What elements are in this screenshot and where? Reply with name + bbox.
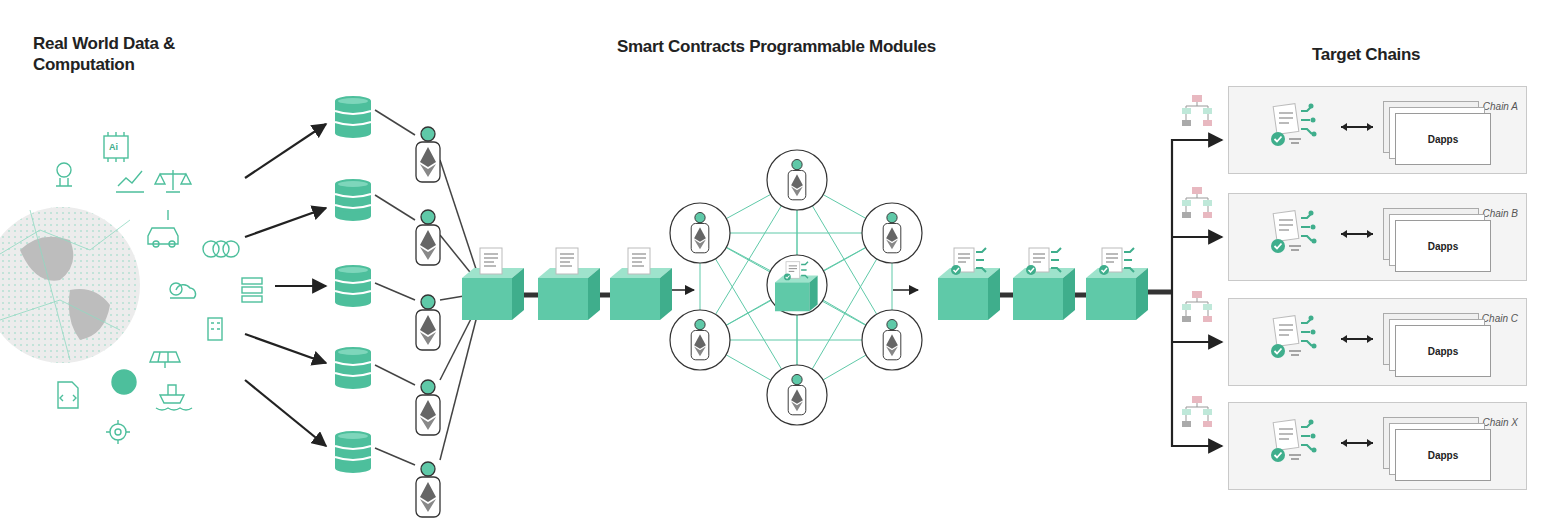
contract-icon xyxy=(1229,87,1389,175)
contract-icon xyxy=(1229,299,1389,387)
chain-label: Chain B xyxy=(1482,208,1518,219)
section-heading: Smart Contracts Programmable Modules xyxy=(617,36,936,57)
contract-icon xyxy=(1229,194,1389,282)
chain-label: Chain A xyxy=(1483,101,1518,112)
dapp-box: Dapps xyxy=(1395,325,1491,377)
dapp-label: Dapps xyxy=(1428,241,1459,252)
dapp-box: Dapps xyxy=(1395,220,1491,272)
chain-label: Chain X xyxy=(1482,417,1518,428)
dapp-label: Dapps xyxy=(1428,346,1459,357)
contract-icon xyxy=(1229,403,1389,491)
chain-panel: Chain C Dapps xyxy=(1228,298,1527,386)
section-heading: Real World Data & Computation xyxy=(33,33,208,75)
dapp-box: Dapps xyxy=(1395,113,1491,165)
chain-panel: Chain A Dapps xyxy=(1228,86,1527,174)
dapp-label: Dapps xyxy=(1428,450,1459,461)
chain-label: Chain C xyxy=(1482,313,1518,324)
dapp-box: Dapps xyxy=(1395,429,1491,481)
chip-label: Ai xyxy=(109,141,118,153)
dapp-label: Dapps xyxy=(1428,134,1459,145)
chain-panel: Chain B Dapps xyxy=(1228,193,1527,281)
chain-panel: Chain X Dapps xyxy=(1228,402,1527,490)
section-heading: Target Chains xyxy=(1312,44,1420,65)
